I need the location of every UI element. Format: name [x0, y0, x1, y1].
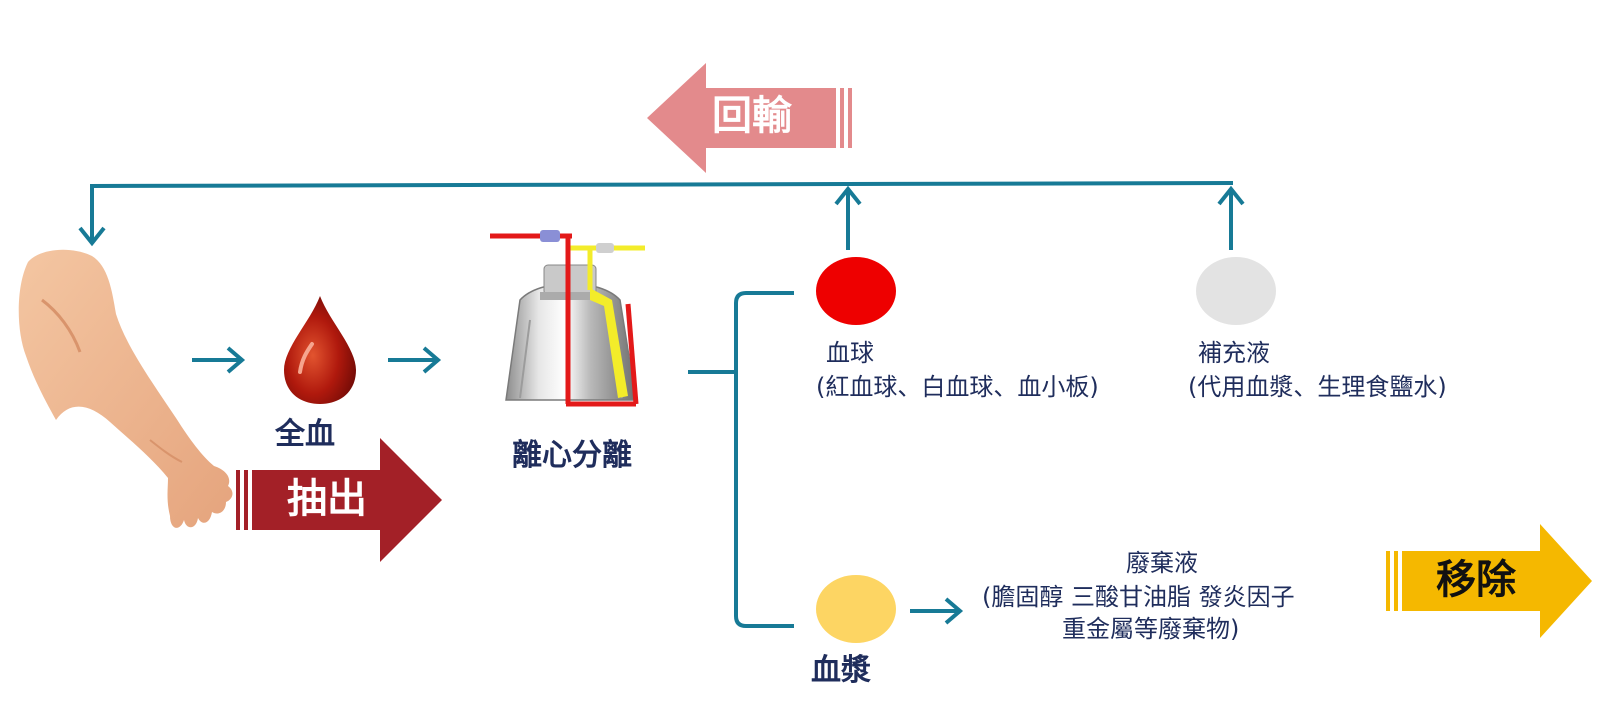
- draw-label: 抽出: [287, 476, 367, 522]
- plasma-label: 血漿: [811, 653, 871, 688]
- flow-arrow-plasma-to-waste: [910, 597, 964, 625]
- return-label: 回輸: [712, 93, 792, 139]
- arm-illustration: [18, 249, 233, 528]
- replacement-fluid-detail: (代用血漿、生理食鹽水): [1188, 373, 1447, 401]
- waste-detail-line-2: 重金屬等廢棄物): [1062, 615, 1240, 643]
- blood-cells-up-arrow: [834, 185, 862, 250]
- blood-cells-detail: (紅血球、白血球、血小板): [816, 373, 1099, 401]
- return-arrow: [647, 63, 852, 173]
- blood-cells-circle: [816, 257, 896, 325]
- return-line: [78, 181, 1234, 247]
- waste-fluid-label: 廢棄液: [1126, 549, 1198, 577]
- remove-arrow: [1386, 524, 1592, 638]
- waste-detail-line-1: (膽固醇 三酸甘油脂 發炎因子: [982, 583, 1295, 611]
- plasma-circle: [816, 575, 896, 643]
- flow-arrow-blood-to-centrifuge: [388, 346, 442, 374]
- blood-drop-icon: [284, 296, 356, 404]
- blood-cells-label: 血球: [826, 339, 874, 367]
- draw-arrow: [236, 438, 442, 562]
- split-bracket: [688, 291, 794, 628]
- replacement-fluid-circle: [1196, 257, 1276, 325]
- centrifuge-icon: [490, 230, 645, 407]
- centrifuge-label: 離心分離: [512, 438, 632, 473]
- remove-label: 移除: [1436, 557, 1516, 603]
- replacement-fluid-label: 補充液: [1198, 339, 1270, 367]
- flow-arrow-arm-to-blood: [192, 346, 246, 374]
- whole-blood-label: 全血: [275, 417, 335, 452]
- replacement-up-arrow: [1217, 185, 1245, 250]
